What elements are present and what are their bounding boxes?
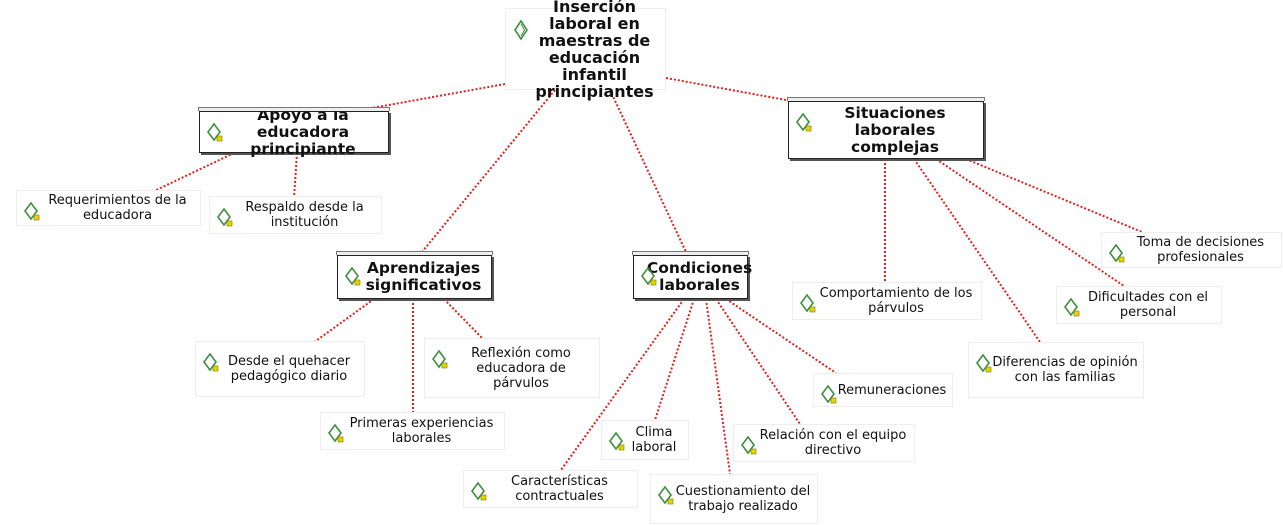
code-cuestionamiento[interactable]: Cuestionamiento del trabajo realizado <box>650 474 818 524</box>
link-sit-diferencias <box>913 158 1041 343</box>
code-document-icon <box>821 384 837 404</box>
category-apoyo[interactable]: Apoyo a la educadora principiante <box>198 106 390 157</box>
code-caracteristicas[interactable]: Características contractuales <box>463 470 638 508</box>
code-document-icon <box>796 112 812 132</box>
code-document-icon <box>203 352 219 372</box>
code-document-icon <box>328 423 344 443</box>
code-toma[interactable]: Toma de decisiones profesionales <box>1101 232 1282 268</box>
code-label: Diferencias de opinión con las familias <box>992 355 1138 385</box>
code-document-icon <box>345 266 361 286</box>
code-comportamiento[interactable]: Comportamiento de los párvulos <box>792 282 982 320</box>
link-root-situaciones <box>665 77 787 101</box>
code-label: Desde el quehacer pedagógico diario <box>227 354 351 384</box>
category-label: Situaciones laborales complejas <box>844 103 946 156</box>
link-cond-caracteristicas <box>560 298 685 471</box>
link-apoyo-respaldo <box>293 152 298 199</box>
link-root-apoyo <box>371 83 506 109</box>
code-label: Características contractuales <box>511 474 608 504</box>
link-aprend-reflexion <box>443 298 485 341</box>
code-dificultades[interactable]: Dificultades con el personal <box>1056 286 1222 324</box>
code-document-icon <box>800 293 816 313</box>
link-cond-relacion <box>715 298 801 425</box>
code-label: Respaldo desde la institución <box>245 200 364 230</box>
code-label: Remuneraciones <box>837 382 947 398</box>
code-primeras[interactable]: Primeras experiencias laborales <box>320 412 505 450</box>
link-root-condiciones <box>609 89 687 253</box>
code-label: Requerimientos de la educadora <box>48 193 187 223</box>
code-document-icon <box>24 201 40 221</box>
code-label: Relación con el equipo directivo <box>759 428 907 458</box>
code-document-icon <box>976 353 992 373</box>
code-document-icon <box>1064 297 1080 317</box>
code-document-icon <box>471 481 487 501</box>
code-document-icon <box>514 19 528 41</box>
code-document-icon <box>641 266 657 286</box>
category-condiciones[interactable]: Condiciones laborales <box>632 251 752 299</box>
code-label: Toma de decisiones profesionales <box>1136 235 1265 265</box>
code-document-icon <box>207 122 223 142</box>
code-reflexion[interactable]: Reflexión como educadora de párvulos <box>424 338 600 398</box>
code-document-icon <box>609 431 625 451</box>
code-respaldo[interactable]: Respaldo desde la institución <box>209 196 382 234</box>
code-document-icon <box>432 349 448 369</box>
link-sit-toma <box>965 158 1143 233</box>
code-label: Reflexión como educadora de párvulos <box>471 345 571 391</box>
code-quehacer[interactable]: Desde el quehacer pedagógico diario <box>195 341 365 397</box>
category-label: Apoyo a la educadora principiante <box>250 105 356 158</box>
code-label: Cuestionamiento del trabajo realizado <box>675 484 811 514</box>
link-sit-dificultades <box>935 158 1125 287</box>
category-label: Condiciones laborales <box>646 259 753 294</box>
code-diferencias[interactable]: Diferencias de opinión con las familias <box>968 342 1144 398</box>
category-aprendizajes[interactable]: Aprendizajes significativos <box>336 251 493 299</box>
code-remuneraciones[interactable]: Remuneraciones <box>813 373 953 407</box>
link-aprend-quehacer <box>312 298 375 344</box>
link-apoyo-requerimientos <box>149 152 235 194</box>
code-label: Comportamiento de los párvulos <box>819 286 973 316</box>
code-label: Dificultades con el personal <box>1087 290 1209 320</box>
link-cond-cuestionamiento <box>705 298 731 475</box>
link-cond-clima <box>654 298 695 421</box>
code-label: Clima laboral <box>631 425 677 455</box>
code-requerimientos[interactable]: Requerimientos de la educadora <box>16 190 201 226</box>
root-label: Inserción laboral en maestras de educaci… <box>535 0 654 101</box>
code-relacion[interactable]: Relación con el equipo directivo <box>733 424 915 462</box>
category-label: Aprendizajes significativos <box>365 259 482 294</box>
code-document-icon <box>217 207 233 227</box>
code-document-icon <box>658 485 674 505</box>
code-label: Primeras experiencias laborales <box>349 416 494 446</box>
code-document-icon <box>741 435 757 455</box>
category-situaciones[interactable]: Situaciones laborales complejas <box>787 97 985 159</box>
code-clima[interactable]: Clima laboral <box>601 420 689 460</box>
link-root-aprendizajes <box>421 89 556 253</box>
root-node[interactable]: Inserción laboral en maestras de educaci… <box>505 0 666 100</box>
code-document-icon <box>1109 243 1125 263</box>
